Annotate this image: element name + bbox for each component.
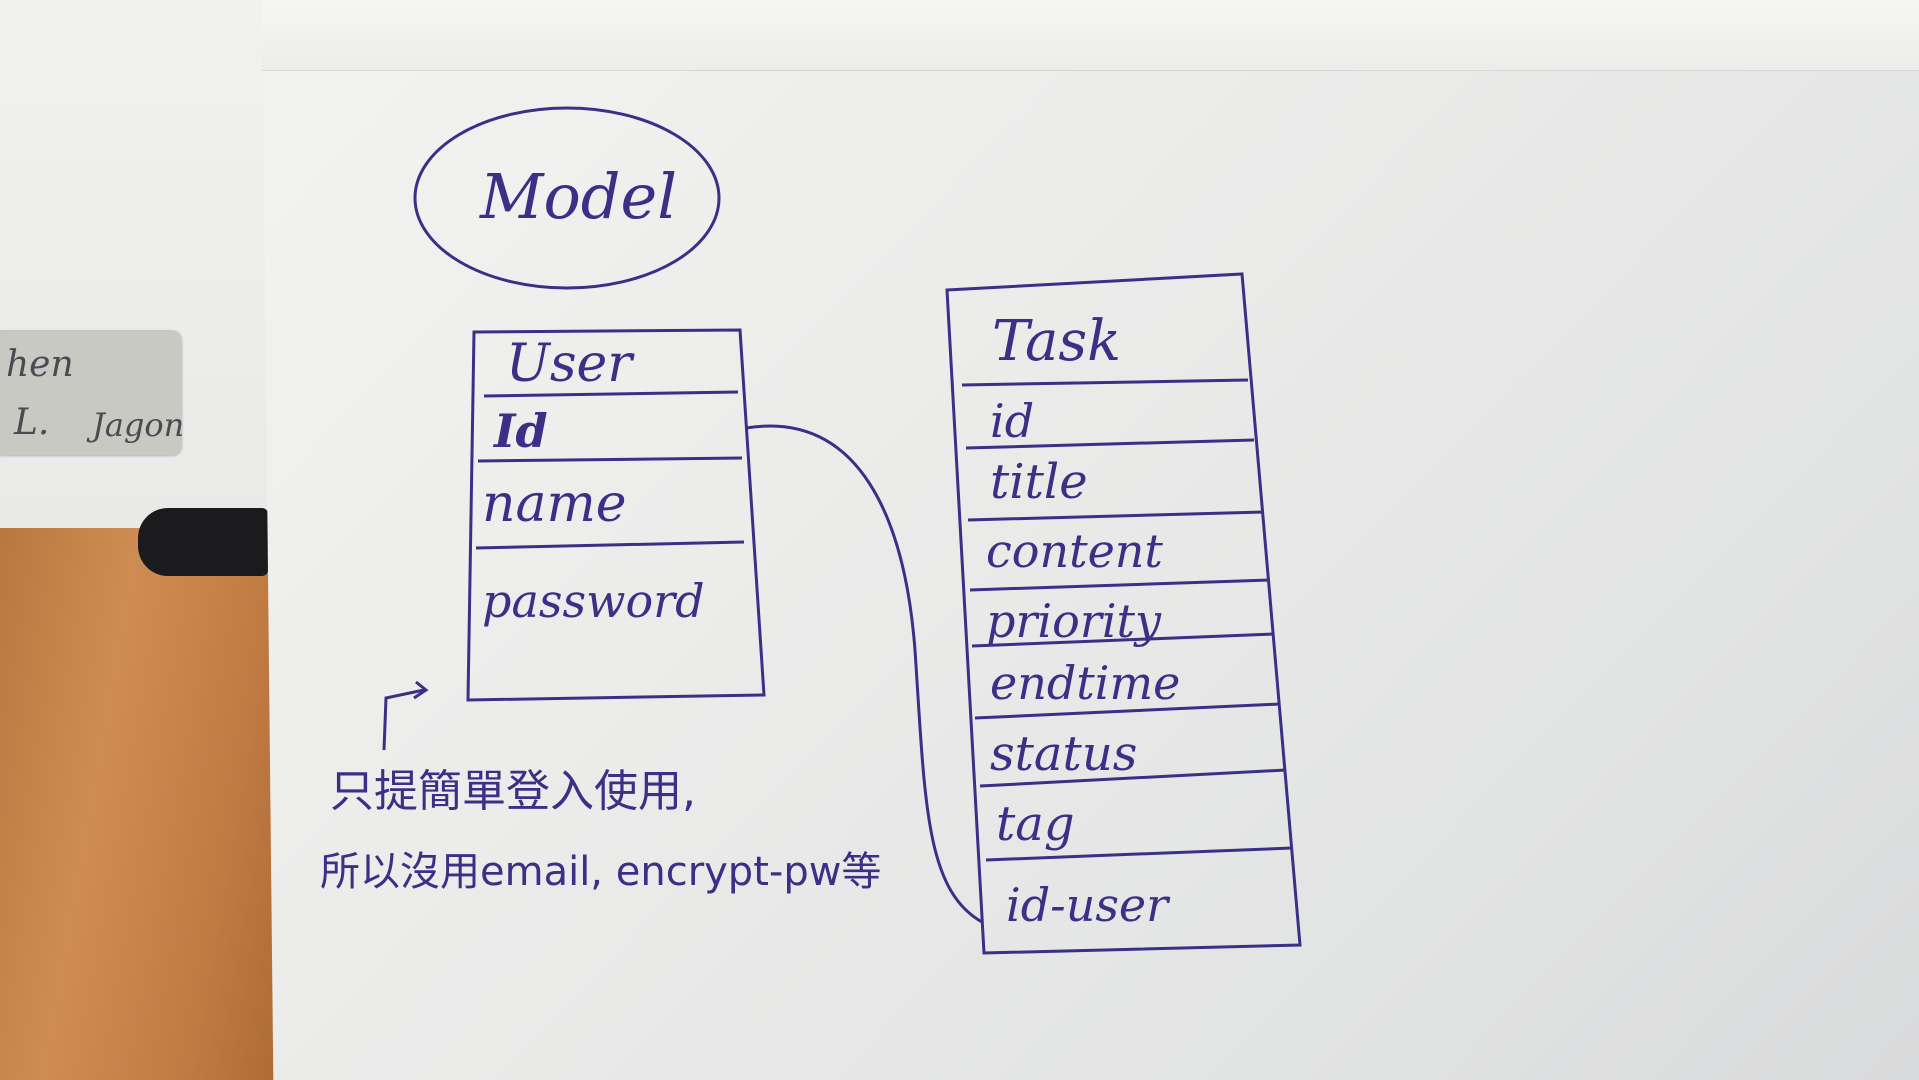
task-field-endtime: endtime [990, 656, 1181, 710]
task-divider [969, 578, 1271, 592]
sticker-text-line2a: L. [14, 402, 50, 443]
task-field-tag: tag [996, 796, 1075, 852]
task-divider [961, 378, 1249, 387]
note-line2: 所以沒用email, encrypt-pw等 [320, 849, 882, 895]
name-sticker: hen L. Jagon [0, 330, 185, 455]
user-entity-title: User [506, 334, 633, 394]
sticker-text-line2b: Jagon [92, 406, 185, 444]
user-field-name: name [482, 474, 627, 534]
task-field-status: status [990, 726, 1138, 782]
paper-fold-edge [262, 0, 1919, 71]
user-divider [475, 540, 745, 550]
task-field-title: title [990, 454, 1088, 510]
relation-connector [745, 424, 983, 924]
model-title: Model [480, 160, 678, 233]
task-field-id: id [990, 394, 1035, 448]
task-divider [967, 510, 1265, 522]
task-field-id-user: id-user [1006, 878, 1169, 932]
task-entity-box [945, 272, 1302, 955]
user-entity-box [466, 328, 766, 702]
binder-clip [138, 508, 268, 576]
task-divider [965, 438, 1255, 450]
note-arrow [382, 688, 425, 751]
task-entity-title: Task [992, 309, 1122, 374]
user-divider [477, 456, 743, 463]
task-divider [979, 768, 1287, 788]
task-divider [974, 702, 1281, 720]
user-divider [483, 390, 739, 398]
task-field-priority: priority [986, 594, 1162, 648]
arrow-head [413, 680, 429, 700]
sticker-text-line1: hen [6, 344, 74, 385]
wooden-desk [0, 525, 300, 1080]
task-divider [985, 846, 1293, 862]
model-ellipse [413, 106, 721, 290]
task-field-content: content [986, 524, 1163, 578]
user-field-id: Id [494, 404, 548, 458]
note-line1: 只提簡單登入使用, [330, 766, 696, 817]
task-divider [971, 632, 1275, 648]
user-field-password: password [482, 574, 705, 628]
